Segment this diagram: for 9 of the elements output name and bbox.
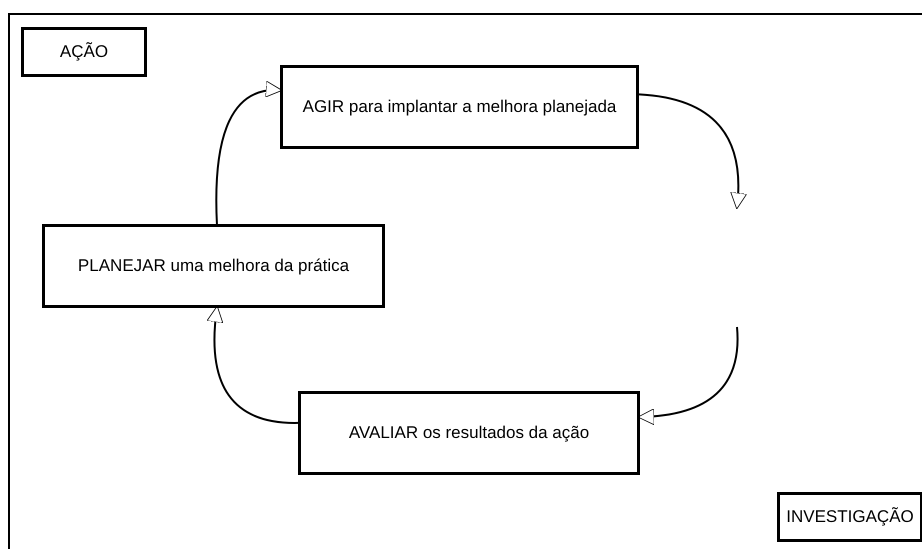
curved-arrow xyxy=(638,93,746,210)
text-box: INVESTIGAÇÃO xyxy=(777,492,922,542)
curved-arrow xyxy=(207,306,298,424)
curved-arrow xyxy=(215,82,282,224)
frame-box xyxy=(8,13,922,549)
text-box: AVALIAR os resultados da ação xyxy=(298,391,640,475)
text-box: AÇÃO xyxy=(21,27,147,77)
text-box: AGIR para implantar a melhora planejada xyxy=(280,65,639,149)
text-box: PLANEJAR uma melhora da prática xyxy=(42,224,385,308)
